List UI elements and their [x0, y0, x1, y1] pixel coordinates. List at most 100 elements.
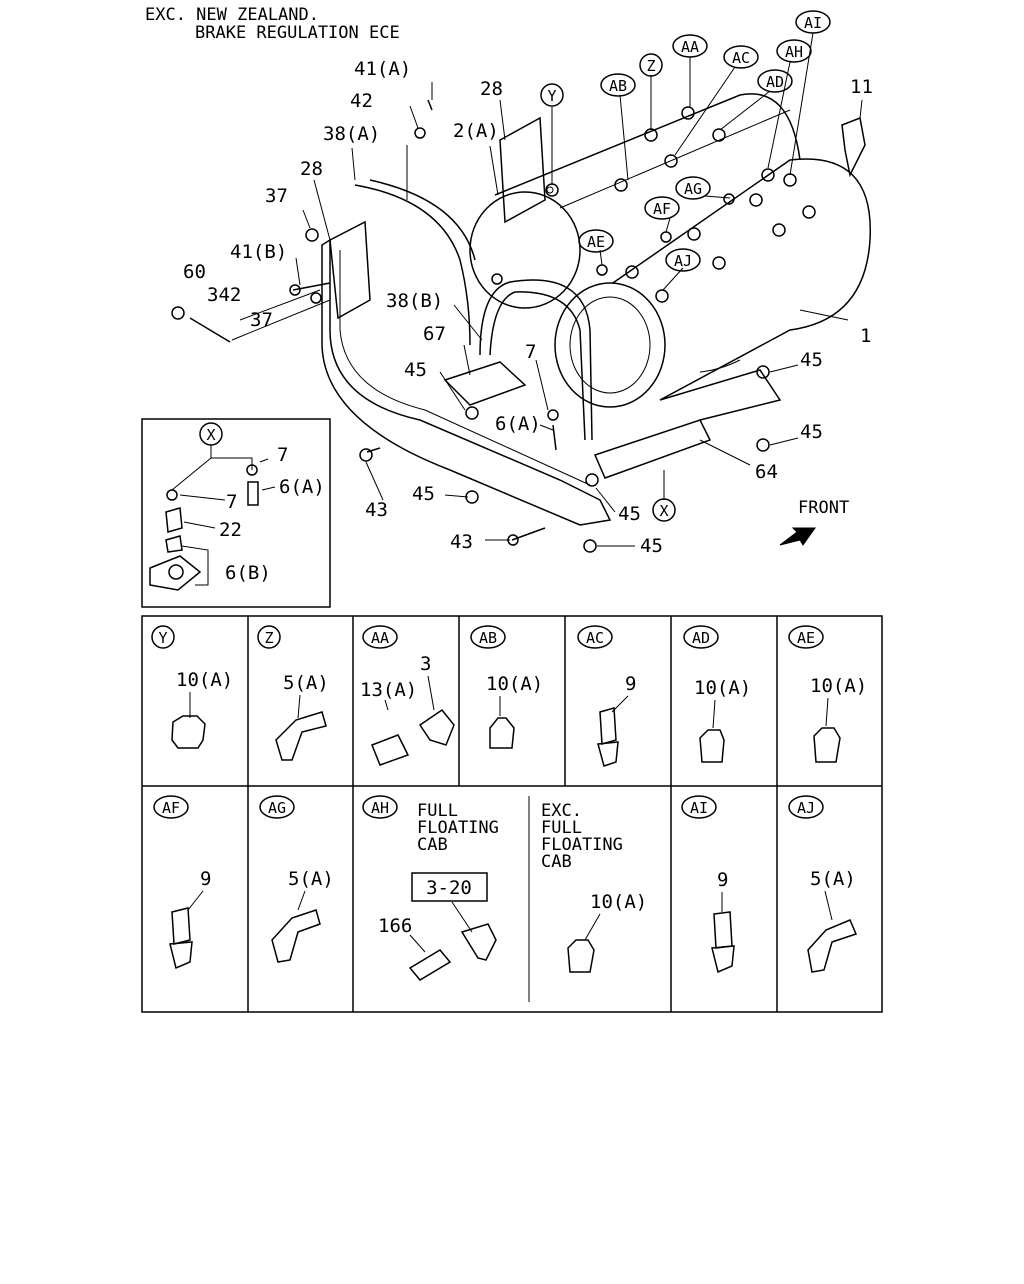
- note-full-floating-cab-1: FULL: [417, 801, 458, 821]
- detail-cell-y: Y 10(A): [151, 625, 233, 749]
- svg-text:AA: AA: [681, 38, 699, 56]
- callout-38a: 38(A): [323, 123, 380, 145]
- bubble-ad: AD: [757, 69, 793, 93]
- svg-text:AF: AF: [653, 200, 671, 218]
- label-5a: 5(A): [810, 868, 856, 890]
- svg-text:AG: AG: [684, 180, 702, 198]
- bubble-ah: AH: [776, 39, 812, 63]
- label-10a: 10(A): [590, 891, 647, 913]
- svg-text:AA: AA: [371, 629, 389, 647]
- callout-37-upper: 37: [265, 185, 288, 207]
- inset-label-7-upper: 7: [277, 444, 288, 466]
- callout-45-right-lower: 45: [800, 421, 823, 443]
- label-166: 166: [378, 915, 412, 937]
- callout-42: 42: [350, 90, 373, 112]
- bracket-28-lower: [329, 220, 371, 320]
- svg-text:AD: AD: [692, 629, 710, 647]
- svg-text:Y: Y: [547, 87, 556, 105]
- label-5a: 5(A): [283, 672, 329, 694]
- strap-38b: [479, 279, 593, 441]
- callout-28-lower: 28: [300, 158, 323, 180]
- plate-67: [443, 361, 527, 406]
- inset-detail-x: X 7 6(A) 7 22 6(B): [141, 418, 331, 608]
- bubble-x: X: [652, 498, 676, 522]
- callout-60: 60: [183, 261, 206, 283]
- detail-cell-ag: AG 5(A): [259, 795, 334, 963]
- tank-ports: [491, 106, 816, 303]
- front-label: FRONT: [798, 498, 849, 518]
- detail-cell-aa: AA 3 13(A): [360, 625, 455, 766]
- note-exc-full-floating-cab-3: FLOATING: [541, 835, 623, 855]
- front-arrow-icon: [779, 527, 816, 546]
- svg-text:Z: Z: [646, 57, 655, 75]
- bubble-z: Z: [639, 53, 663, 77]
- svg-text:AH: AH: [785, 43, 803, 61]
- detail-cell-aj: AJ 5(A): [788, 795, 858, 973]
- detail-cell-ab: AB 10(A): [470, 625, 543, 749]
- bubble-ae: AE: [578, 229, 614, 253]
- bracket-64: [593, 419, 712, 479]
- svg-text:AD: AD: [766, 73, 784, 91]
- inset-label-7-lower: 7: [226, 491, 237, 513]
- label-10a: 10(A): [810, 675, 867, 697]
- bubble-ac: AC: [723, 45, 759, 69]
- label-9: 9: [625, 673, 636, 695]
- air-tank-assembly-drawing: [171, 93, 871, 553]
- note-exc-full-floating-cab-1: EXC.: [541, 801, 582, 821]
- svg-text:AG: AG: [268, 799, 286, 817]
- svg-text:AJ: AJ: [674, 252, 692, 270]
- label-3: 3: [420, 653, 431, 675]
- callout-45-frame: 45: [412, 483, 435, 505]
- elbow-fitting-icon: [807, 919, 858, 973]
- svg-text:Z: Z: [264, 629, 273, 647]
- sensor-icon: [713, 911, 733, 949]
- label-10a: 10(A): [486, 673, 543, 695]
- callout-41a: 41(A): [354, 58, 411, 80]
- inset-label-22: 22: [219, 519, 242, 541]
- note-full-floating-cab-3: CAB: [417, 835, 448, 855]
- callout-28-upper: 28: [480, 78, 503, 100]
- callout-67: 67: [423, 323, 446, 345]
- label-13a: 13(A): [360, 679, 417, 701]
- detail-cell-z: Z 5(A): [257, 625, 329, 761]
- union-fitting-icon: [408, 949, 452, 981]
- label-9: 9: [717, 869, 728, 891]
- main-tank-end: [554, 282, 666, 408]
- bracket-28-upper: [499, 116, 546, 224]
- strap-38a: [354, 184, 471, 346]
- bubble-aj: AJ: [665, 248, 701, 272]
- callout-45-right-upper: 45: [800, 349, 823, 371]
- callout-11: 11: [850, 76, 873, 98]
- bubble-ag: AG: [675, 176, 711, 200]
- detail-cell-ah: AH FULL FLOATING CAB 3-20 166 EXC. FULL …: [362, 795, 647, 981]
- rear-tank-body: [494, 93, 801, 196]
- union-fitting-icon: [371, 734, 410, 766]
- callout-38b: 38(B): [386, 290, 443, 312]
- callout-45-bottom: 45: [640, 535, 663, 557]
- svg-text:AI: AI: [690, 799, 708, 817]
- callout-43-bottom: 43: [450, 531, 473, 553]
- bubble-ai: AI: [795, 10, 831, 34]
- svg-text:AF: AF: [162, 799, 180, 817]
- header-line-2: BRAKE REGULATION ECE: [195, 23, 400, 43]
- svg-text:AE: AE: [587, 233, 605, 251]
- plug-icon: [813, 727, 841, 763]
- svg-text:X: X: [206, 426, 215, 444]
- bubble-aa: AA: [672, 34, 708, 58]
- plug-icon: [171, 715, 206, 749]
- svg-text:X: X: [659, 502, 668, 520]
- callout-64: 64: [755, 461, 778, 483]
- svg-text:AB: AB: [479, 629, 497, 647]
- tee-fitting-icon: [418, 708, 455, 746]
- svg-text:Y: Y: [158, 629, 167, 647]
- inset-label-6a: 6(A): [279, 476, 325, 498]
- detail-grid: [141, 615, 883, 1013]
- label-10a: 10(A): [694, 677, 751, 699]
- note-exc-full-floating-cab-2: FULL: [541, 818, 582, 838]
- note-exc-full-floating-cab-4: CAB: [541, 852, 572, 872]
- callout-342: 342: [207, 284, 241, 306]
- svg-text:AC: AC: [586, 629, 604, 647]
- callout-37-lower: 37: [250, 309, 273, 331]
